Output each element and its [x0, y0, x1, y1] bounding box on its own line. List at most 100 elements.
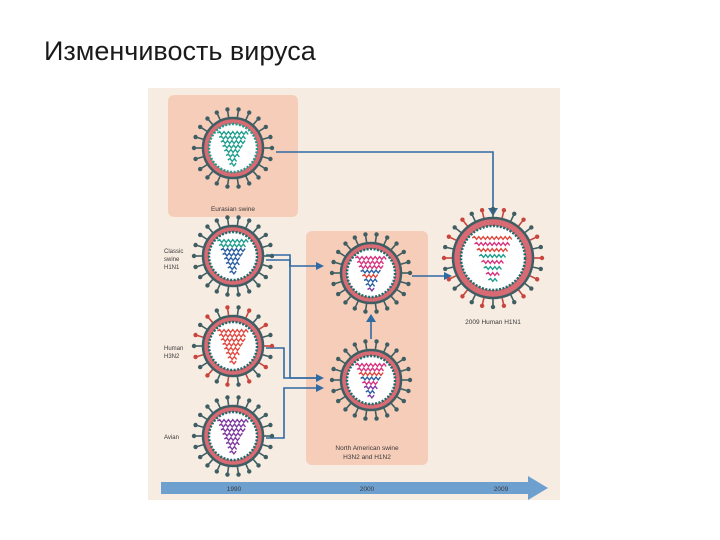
- spike-head: [205, 373, 210, 378]
- spike-head: [501, 208, 507, 213]
- rna-segment: [225, 152, 240, 159]
- spike-head: [205, 283, 210, 288]
- rna-segment: [365, 389, 376, 395]
- spike-head: [214, 379, 219, 384]
- rna-segment: [223, 256, 241, 262]
- spike-head: [263, 412, 269, 418]
- virion-classic-swine-h1n1: [191, 215, 275, 297]
- rna-segment: [227, 157, 238, 163]
- spike-head: [401, 356, 407, 362]
- spike-head: [512, 211, 517, 217]
- spike-head: [236, 215, 241, 220]
- spike-head: [363, 416, 368, 421]
- rna-segment: [223, 148, 241, 154]
- rna-segment: [361, 273, 379, 279]
- rna-segment: [220, 337, 246, 343]
- spike-head: [352, 342, 357, 347]
- rna-segment: [471, 235, 513, 241]
- spike-head: [236, 107, 241, 112]
- spike-head: [385, 413, 390, 418]
- spike-head: [374, 416, 379, 421]
- rna-segment: [229, 270, 237, 276]
- spike-head: [446, 277, 452, 282]
- virus-reassortment-figure: Eurasian swine Classic swine H1N1 Human …: [148, 88, 560, 500]
- spike-head: [256, 116, 261, 121]
- spike-head: [256, 373, 261, 378]
- spike-head: [193, 354, 198, 360]
- rna-segment: [363, 277, 378, 284]
- label-eurasian-swine: Eurasian swine: [211, 206, 255, 213]
- arrow-eurasian-to-2009: [276, 151, 494, 211]
- spike-head: [214, 469, 219, 474]
- label-avian: Avian: [164, 435, 179, 441]
- spike-head: [479, 208, 485, 213]
- spike-head: [269, 433, 275, 439]
- spike-head: [534, 234, 540, 239]
- spike-head: [236, 292, 241, 297]
- label-classic-line2: swine: [164, 257, 180, 263]
- spike-head: [469, 211, 474, 217]
- spike-head: [269, 343, 275, 349]
- spike-head: [193, 156, 198, 162]
- spike-head: [335, 249, 341, 255]
- label-2009-h1n1: 2009 Human H1N1: [465, 319, 521, 326]
- spike-head: [352, 306, 357, 311]
- spike-head: [225, 395, 230, 400]
- rna-segment: [222, 143, 243, 150]
- spike-head: [268, 444, 273, 450]
- spike-head: [331, 388, 336, 394]
- spike-head: [512, 299, 517, 305]
- spike-head: [331, 281, 336, 287]
- spike-head: [394, 300, 399, 305]
- spike-head: [469, 299, 474, 305]
- spike-head: [256, 175, 261, 180]
- timeline-arrow: [161, 476, 548, 500]
- spike-head: [443, 266, 448, 272]
- spike-head: [263, 454, 269, 460]
- virion-na-swine-bottom: [329, 339, 413, 421]
- rna-segment: [355, 362, 387, 368]
- spike-head: [529, 225, 534, 230]
- rna-segment: [227, 265, 238, 271]
- rna-segment: [217, 130, 249, 136]
- virion-na-swine-top: [329, 232, 413, 314]
- spike-head: [205, 116, 210, 121]
- rna-segment: [355, 255, 387, 261]
- spike-head: [236, 395, 241, 400]
- spike-head: [214, 181, 219, 186]
- slide-title: Изменчивость вируса: [44, 36, 316, 66]
- timeline-tick-2009: 2009: [494, 486, 509, 493]
- rna-segment: [225, 260, 240, 267]
- spike-head: [335, 356, 341, 362]
- rna-segment: [481, 259, 504, 265]
- spike-head: [443, 244, 448, 250]
- arrowhead: [316, 262, 324, 270]
- spike-head: [263, 274, 269, 280]
- spike-head: [363, 339, 368, 344]
- spike-head: [401, 398, 407, 404]
- spike-head: [460, 217, 465, 222]
- spike-head: [394, 407, 399, 412]
- rna-segment: [356, 259, 385, 266]
- rna-segment: [223, 436, 241, 442]
- label-na-line2: H3N2 and H1N2: [343, 454, 391, 461]
- spike-head: [197, 322, 203, 328]
- spike-head: [363, 309, 368, 314]
- spike-head: [197, 166, 203, 172]
- spike-head: [225, 305, 230, 310]
- spike-head: [197, 232, 203, 238]
- spike-head: [490, 304, 496, 310]
- spike-head: [335, 398, 341, 404]
- spike-head: [205, 314, 210, 319]
- spike-head: [263, 322, 269, 328]
- label-human-line2: H3N2: [164, 354, 180, 360]
- rna-segment: [488, 277, 498, 283]
- rna-segment: [365, 282, 376, 288]
- spike-head: [268, 332, 273, 338]
- rna-segment: [367, 287, 375, 293]
- rna-segment: [360, 268, 381, 275]
- rna-segment: [222, 341, 243, 348]
- spike-head: [331, 366, 336, 372]
- rna-segment: [485, 271, 500, 277]
- spike-head: [268, 422, 273, 428]
